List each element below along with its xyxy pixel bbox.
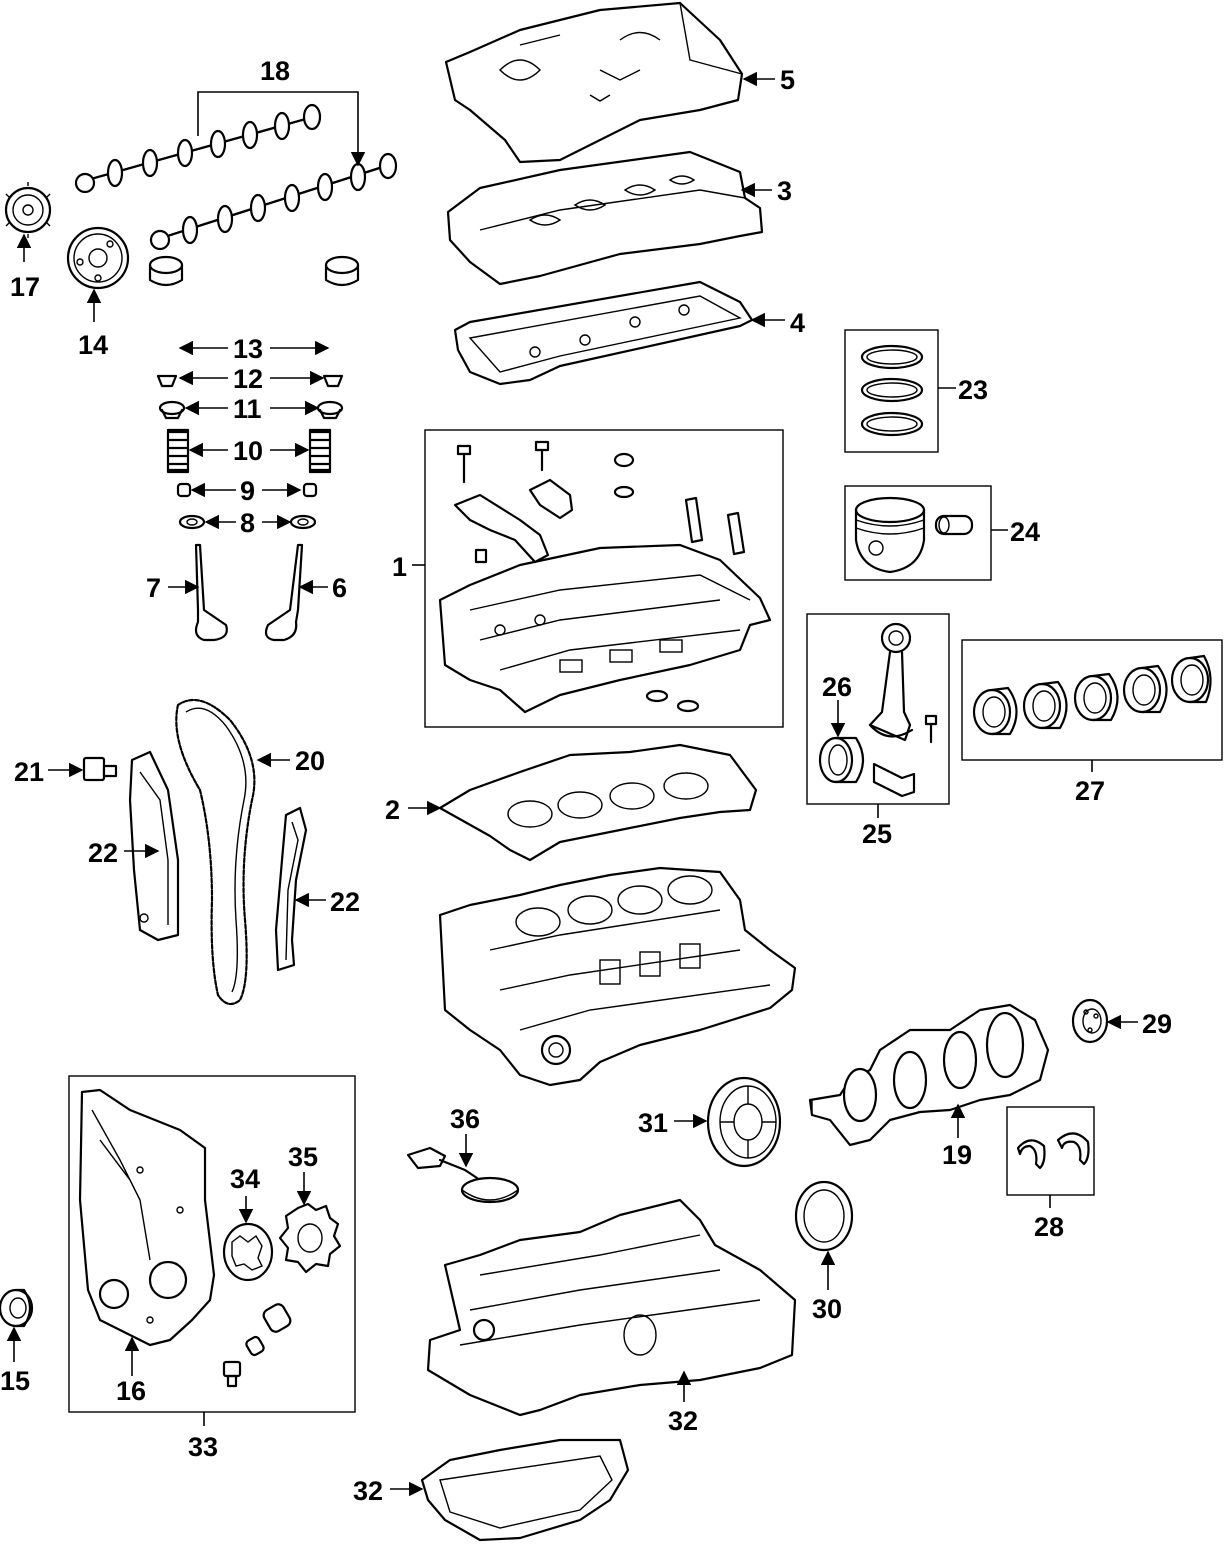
callout-35: 35 [288,1142,318,1172]
callout-28: 28 [1034,1212,1064,1242]
front-oil-seal-part-15 [0,1288,34,1328]
rear-oil-seal-part-30 [794,1180,854,1252]
oil-pan-upper-part-32 [426,1198,797,1417]
piston-part-24 [854,496,974,574]
callout-32-upper: 32 [668,1406,698,1436]
callout-9: 9 [240,476,255,506]
callout-15: 15 [0,1366,30,1396]
chain-tensioner-part-21 [82,756,118,782]
callout-18: 18 [260,56,290,86]
camshaft-part-18 [74,103,398,251]
valve-train-parts [148,255,360,642]
callout-2: 2 [385,795,400,825]
oil-pump-rotor-part-35 [278,1202,342,1274]
head-gasket-part-2 [438,743,758,862]
callout-11: 11 [233,394,262,424]
callout-22-right: 22 [330,887,360,917]
piston-rings-box [844,329,939,453]
thrust-washers-part-28 [1016,1132,1090,1170]
engine-cover-part-5 [444,1,744,164]
callout-17: 17 [10,272,40,302]
callout-4: 4 [790,308,805,338]
callout-34: 34 [230,1164,260,1194]
valve-cover-gasket-part-4 [453,280,754,386]
crank-sprocket-part-29 [1071,998,1109,1044]
oil-strainer-part-36 [406,1146,520,1204]
callout-30: 30 [812,1294,842,1324]
callout-32-lower: 32 [353,1476,383,1506]
timing-cover-part-16 [78,1088,216,1347]
callout-22-left: 22 [88,838,118,868]
piston-rings-part-23 [860,344,924,437]
engine-block [438,866,797,1087]
callout-13: 13 [233,334,263,364]
timing-cover-kit-box [68,1075,356,1413]
relief-valve-parts [222,1303,292,1388]
callout-25: 25 [862,819,892,849]
callout-27: 27 [1075,776,1105,806]
callout-31: 31 [638,1108,668,1138]
cam-sprocket-part-17 [4,182,52,238]
callout-21: 21 [14,757,44,787]
callout-16: 16 [116,1376,146,1406]
cylinder-head-part-1 [438,440,772,714]
callout-19: 19 [942,1140,972,1170]
timing-chain-part-20 [175,698,256,1006]
callout-10: 10 [233,436,263,466]
connecting-rod-part-25 [868,622,938,798]
callout-8: 8 [240,508,255,538]
callout-6: 6 [332,573,347,603]
rod-bearing-part-26 [818,736,865,784]
chain-guide-part-22-right [274,806,308,972]
crank-pulley-part-31 [706,1076,782,1168]
callout-14: 14 [78,330,108,360]
oil-pump-rotor-part-34 [222,1222,274,1282]
callout-33: 33 [188,1432,218,1462]
callout-5: 5 [780,65,795,95]
callout-1: 1 [392,552,407,582]
callout-26: 26 [822,672,852,702]
vvt-gear-part-14 [66,226,130,290]
chain-guide-part-22-left [128,750,180,942]
callout-24: 24 [1010,517,1040,547]
oil-pan-lower-part-32 [420,1438,630,1542]
cylinder-head-kit-box [424,429,784,728]
valve-cover-part-3 [446,150,764,286]
crankshaft-part-19 [808,1003,1050,1147]
callout-12: 12 [233,364,263,394]
callout-23: 23 [958,375,988,405]
piston-box [844,485,992,581]
callout-20: 20 [295,746,325,776]
callout-3: 3 [777,176,792,206]
main-bearings-part-27 [972,654,1212,736]
callout-29: 29 [1142,1009,1172,1039]
callout-36: 36 [450,1104,480,1134]
callout-7: 7 [146,573,161,603]
